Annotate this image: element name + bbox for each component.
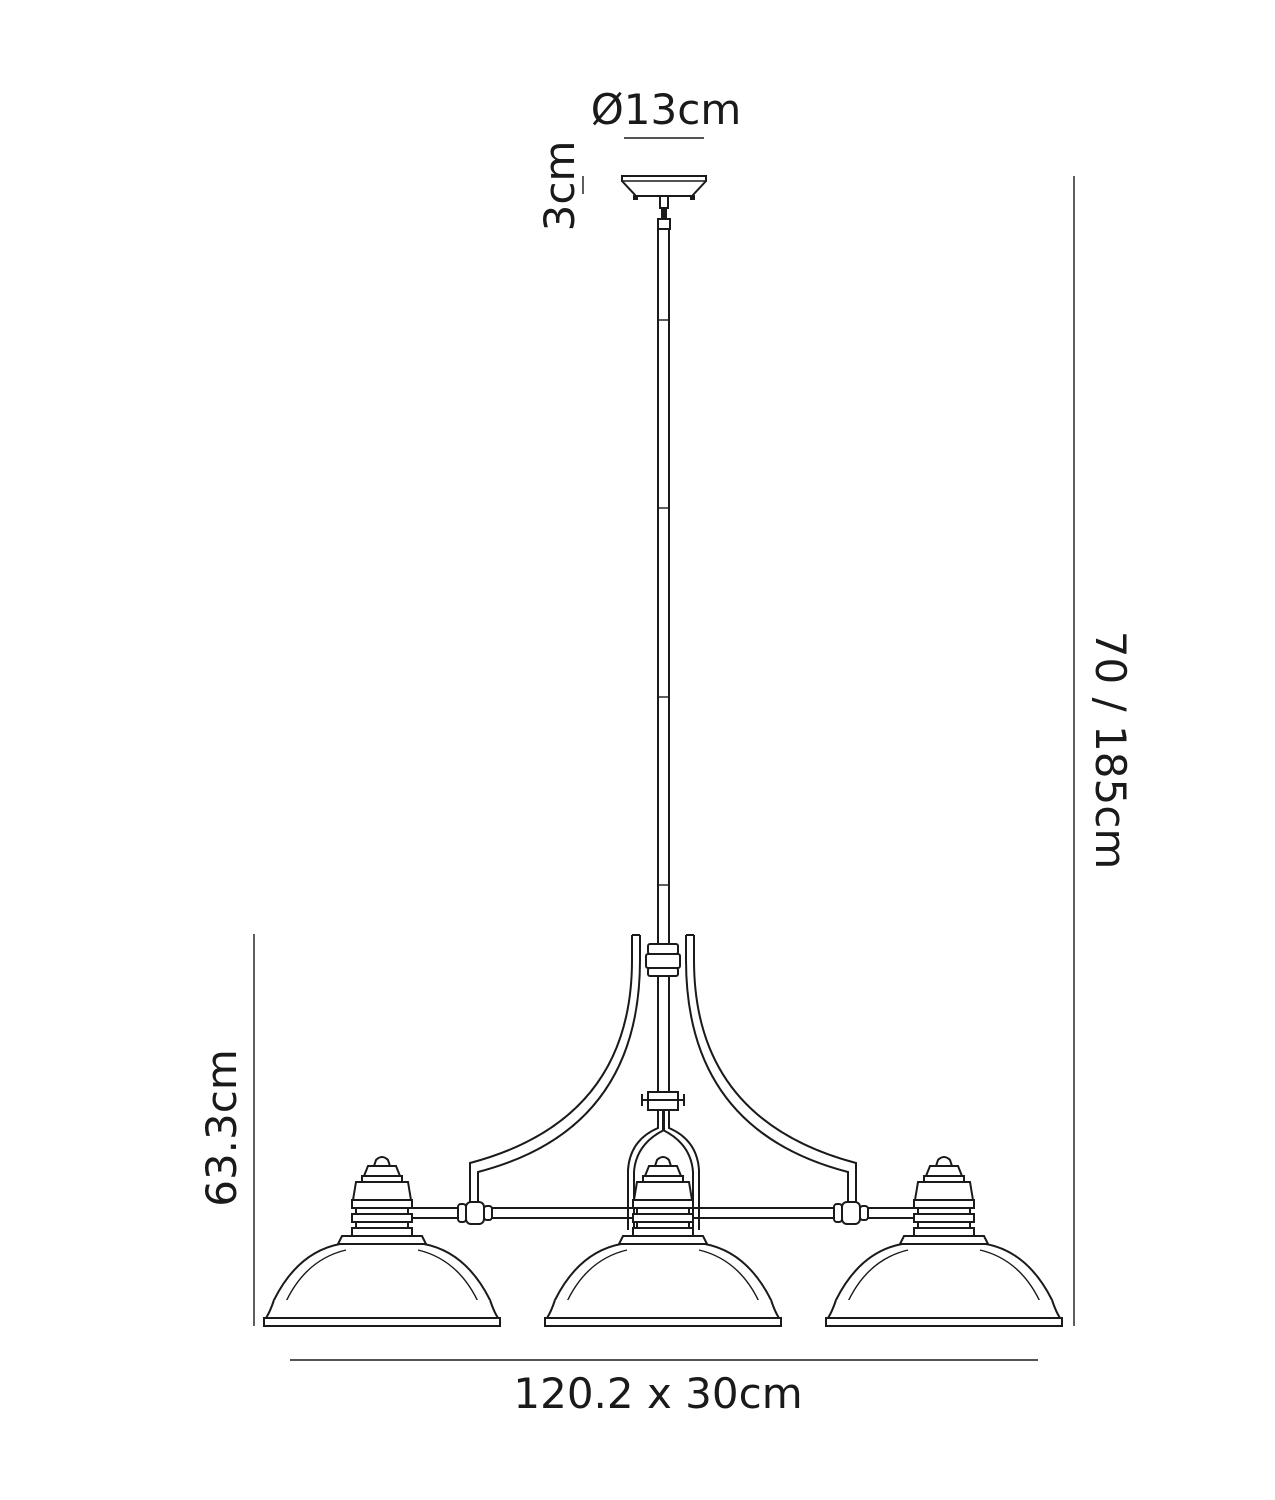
right-pendant-shade: [825, 1156, 1063, 1327]
dimension-canopy-diameter: Ø13cm: [591, 85, 742, 139]
suspension-rod: [657, 229, 670, 946]
dimension-drop-height: 70 / 185cm: [1073, 176, 1135, 1326]
rod-connector: [645, 943, 681, 977]
width-depth-label: 120.2 x 30cm: [513, 1369, 802, 1418]
dimension-fixture-height: 63.3cm: [197, 934, 255, 1326]
center-pendant-shade: [544, 1156, 782, 1327]
fixture-height-label: 63.3cm: [197, 1049, 246, 1207]
canopy-diameter-label: Ø13cm: [591, 85, 742, 134]
curved-arms: [469, 934, 857, 1230]
ceiling-canopy: [621, 175, 707, 230]
canopy-height-label: 3cm: [535, 141, 584, 232]
dimension-canopy-height: 3cm: [535, 141, 584, 232]
left-pendant-shade: [263, 1156, 501, 1327]
dimension-width-depth: 120.2 x 30cm: [290, 1359, 1038, 1418]
lower-rod: [641, 976, 685, 1111]
drop-height-label: 70 / 185cm: [1086, 631, 1135, 869]
